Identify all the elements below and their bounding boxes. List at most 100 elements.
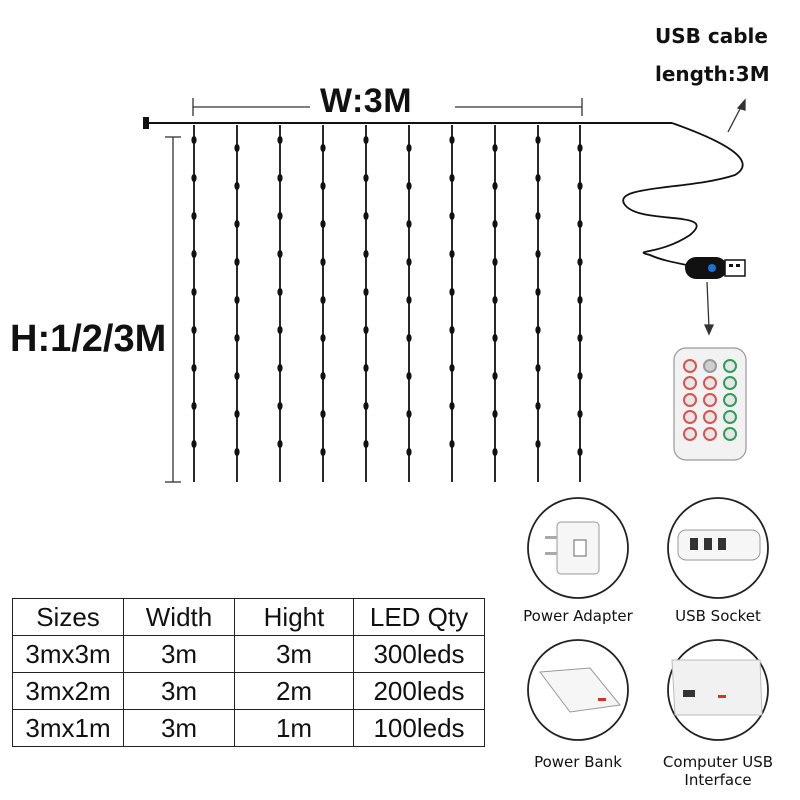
led-bulb xyxy=(363,250,369,258)
usb-cable-length: length:3M xyxy=(655,62,770,86)
remote-button xyxy=(703,427,717,441)
led-bulb xyxy=(406,182,412,190)
table-cell: 2m xyxy=(234,672,354,710)
remote-button xyxy=(683,359,697,373)
led-bulb xyxy=(277,440,283,448)
led-bulb xyxy=(535,288,541,296)
led-bulb xyxy=(363,364,369,372)
led-bulb xyxy=(535,402,541,410)
led-bulb xyxy=(191,136,197,144)
width-label: W:3M xyxy=(320,82,413,120)
led-bulb xyxy=(535,364,541,372)
led-bulb xyxy=(577,448,583,456)
led-bulb xyxy=(577,220,583,228)
table-cell: 3m xyxy=(123,709,235,747)
table-row: 3mx3m 3m 3m 300leds xyxy=(12,635,485,673)
led-bulb xyxy=(492,144,498,152)
led-bulb xyxy=(320,372,326,380)
led-bulb xyxy=(320,296,326,304)
header-cell: LED Qty xyxy=(353,598,485,636)
table-row: 3mx1m 3m 1m 100leds xyxy=(12,709,485,747)
table-cell: 100leds xyxy=(353,709,485,747)
header-cell: Sizes xyxy=(12,598,124,636)
led-bulb xyxy=(535,136,541,144)
remote-control-icon xyxy=(673,347,747,461)
remote-button xyxy=(723,393,737,407)
led-bulb xyxy=(277,136,283,144)
header-cell: Width xyxy=(123,598,235,636)
table-header-row: Sizes Width Hight LED Qty xyxy=(12,598,485,636)
remote-button xyxy=(683,376,697,390)
led-bulb xyxy=(320,144,326,152)
usb-plug-icon xyxy=(685,257,746,279)
remote-button xyxy=(723,410,737,424)
led-bulb xyxy=(191,364,197,372)
remote-button xyxy=(683,427,697,441)
table-cell: 3m xyxy=(234,635,354,673)
table-cell: 3mx3m xyxy=(12,635,124,673)
led-bulb xyxy=(577,334,583,342)
width-dimension-line xyxy=(192,98,583,116)
led-bulb xyxy=(449,288,455,296)
led-bulb xyxy=(277,250,283,258)
led-bulb xyxy=(535,250,541,258)
led-bulb xyxy=(492,410,498,418)
led-bulb xyxy=(234,372,240,380)
led-bulb xyxy=(277,288,283,296)
table-cell: 200leds xyxy=(353,672,485,710)
led-bulb xyxy=(363,440,369,448)
led-bulb xyxy=(406,372,412,380)
led-bulb xyxy=(234,296,240,304)
table-cell: 3mx1m xyxy=(12,709,124,747)
led-bulb xyxy=(406,296,412,304)
led-bulb xyxy=(234,334,240,342)
led-bulb xyxy=(492,220,498,228)
table-cell: 3m xyxy=(123,635,235,673)
led-bulb xyxy=(535,174,541,182)
led-bulb xyxy=(492,296,498,304)
power-bank-icon xyxy=(527,639,629,741)
remote-button xyxy=(683,410,697,424)
led-bulb xyxy=(449,174,455,182)
height-label: H:1/2/3M xyxy=(10,318,167,360)
led-bulb xyxy=(234,182,240,190)
computer-usb-icon xyxy=(667,639,769,741)
table-cell: 300leds xyxy=(353,635,485,673)
led-bulb xyxy=(492,372,498,380)
led-bulb xyxy=(277,174,283,182)
led-bulb xyxy=(406,448,412,456)
usb-socket-icon xyxy=(667,497,769,599)
led-bulb xyxy=(277,326,283,334)
arrow-icon xyxy=(703,98,746,336)
led-bulb xyxy=(363,326,369,334)
led-bulb xyxy=(492,258,498,266)
led-bulb xyxy=(320,448,326,456)
remote-button xyxy=(703,393,717,407)
remote-button xyxy=(723,359,737,373)
led-bulb xyxy=(449,136,455,144)
led-bulb xyxy=(363,402,369,410)
led-bulb xyxy=(449,250,455,258)
led-bulb xyxy=(406,220,412,228)
usb-socket-label: USB Socket xyxy=(675,607,761,625)
table-row: 3mx2m 3m 2m 200leds xyxy=(12,672,485,710)
led-bulb xyxy=(449,212,455,220)
computer-usb-label: Computer USB Interface xyxy=(662,753,774,789)
led-bulb xyxy=(320,334,326,342)
remote-button xyxy=(703,359,717,373)
led-bulb xyxy=(277,364,283,372)
led-bulb xyxy=(363,174,369,182)
led-bulb xyxy=(320,182,326,190)
led-bulb xyxy=(449,326,455,334)
led-bulb xyxy=(363,136,369,144)
led-bulb xyxy=(577,410,583,418)
led-bulb xyxy=(535,440,541,448)
led-bulb xyxy=(492,182,498,190)
table-cell: 1m xyxy=(234,709,354,747)
table-cell: 3mx2m xyxy=(12,672,124,710)
led-bulb xyxy=(449,440,455,448)
led-bulb xyxy=(577,144,583,152)
led-bulb xyxy=(320,410,326,418)
